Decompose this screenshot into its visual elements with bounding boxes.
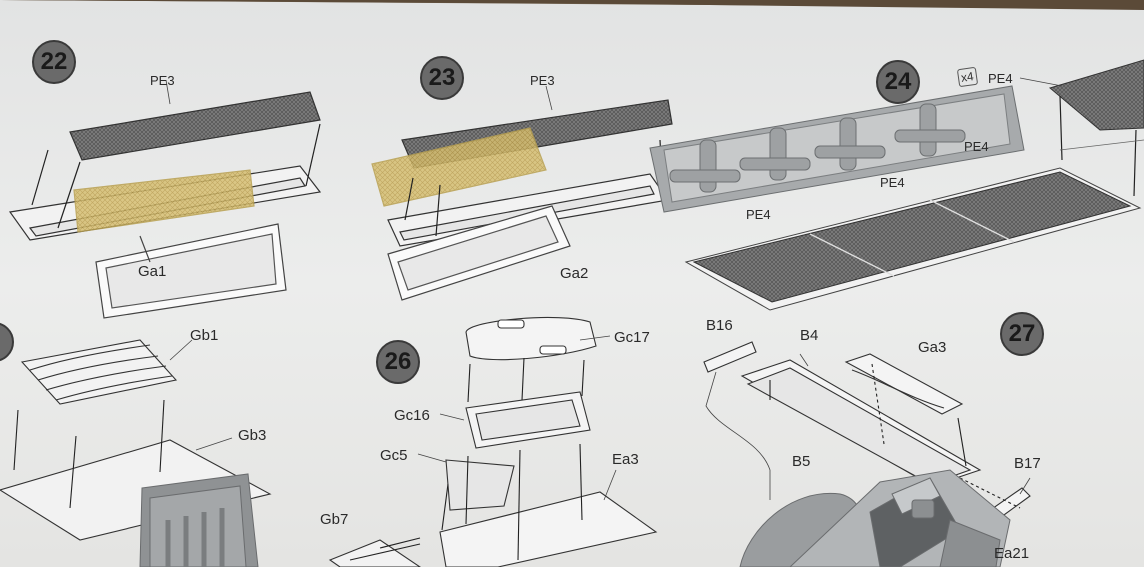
step25-assembly (0, 339, 421, 567)
label-gc16: Gc16 (394, 407, 430, 424)
label-pe3-step23: PE3 (530, 73, 555, 88)
step22-assembly (8, 79, 322, 319)
step-number-24: 24 (876, 60, 920, 104)
label-b17: B17 (1014, 455, 1041, 472)
label-b4: B4 (800, 327, 819, 344)
label-ga1: Ga1 (138, 263, 167, 280)
label-gb7: Gb7 (320, 511, 349, 528)
label-gc5: Gc5 (380, 447, 408, 464)
step26-assembly (349, 316, 658, 567)
label-pe4-right: PE4 (964, 139, 989, 154)
label-pe3-step22: PE3 (150, 73, 175, 88)
plastic-part-bottom-left (139, 473, 259, 567)
label-ga2: Ga2 (560, 265, 589, 282)
label-gc17: Gc17 (614, 329, 650, 346)
label-pe4-left: PE4 (746, 207, 771, 222)
quantity-x4: x4 (956, 66, 978, 88)
step24-assembly (649, 59, 1144, 311)
label-ea21-partial: Ea21 (994, 545, 1030, 562)
step-number-26: 26 (376, 340, 420, 384)
step-number-27: 27 (1000, 312, 1044, 356)
step23-assembly (371, 85, 673, 301)
plastic-part-bottom-right (739, 469, 1011, 567)
label-gb3: Gb3 (238, 427, 267, 444)
step-number-22: 22 (32, 40, 76, 84)
label-ea3: Ea3 (612, 451, 639, 468)
label-pe4-top: PE4 (988, 71, 1013, 86)
label-b16: B16 (706, 317, 733, 334)
label-ga3: Ga3 (918, 339, 947, 356)
label-gb1: Gb1 (190, 327, 219, 344)
step-number-23: 23 (420, 56, 464, 100)
label-pe4-center: PE4 (880, 175, 905, 190)
label-b5: B5 (792, 453, 811, 470)
